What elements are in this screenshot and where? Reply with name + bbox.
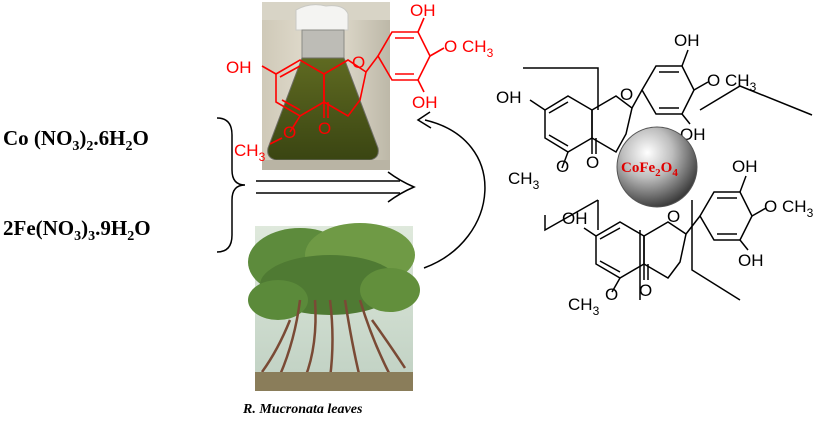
- carbonyl-oxygen-label: O: [318, 119, 331, 138]
- flask-photo: [262, 2, 390, 170]
- capping-chains: [523, 67, 813, 301]
- ring-oxygen-label: O: [352, 53, 365, 72]
- methoxy-oxygen-label: O: [283, 123, 296, 142]
- methyl-label: CH3: [462, 37, 494, 60]
- methoxy-oxygen-label: O: [764, 197, 777, 216]
- oh-label: OH: [496, 88, 522, 107]
- carbonyl-oxygen-label: O: [586, 153, 599, 172]
- top-flavonoid-labels: OH O O O CH3 OH O CH3 OH: [496, 31, 757, 192]
- red-molecule-labels: OH O O O CH3 OH O CH3 OH: [226, 1, 494, 164]
- curly-brace: [216, 117, 246, 253]
- ring-oxygen-label: O: [667, 207, 680, 226]
- methyl-label: CH3: [782, 197, 814, 220]
- carbonyl-oxygen-label: O: [639, 281, 652, 300]
- iron-nitrate-formula: 2Fe(NO3)3.9H2O: [3, 216, 151, 245]
- reaction-arrow: [256, 171, 416, 203]
- methoxy-oxygen-label: O: [556, 157, 569, 176]
- mangrove-leaves-photo: [248, 223, 420, 391]
- oh-label: OH: [412, 93, 438, 112]
- oh-label: OH: [562, 209, 588, 228]
- methoxy-oxygen-label: O: [444, 37, 457, 56]
- methyl-label: CH3: [234, 141, 266, 164]
- bottom-flavonoid-structure: [583, 175, 767, 293]
- ring-oxygen-label: O: [620, 85, 633, 104]
- top-flavonoid-structure: [529, 49, 709, 169]
- methyl-label: CH3: [508, 169, 540, 192]
- oh-label: OH: [732, 157, 758, 176]
- curved-arrow: [423, 119, 486, 269]
- curved-arrow-head: [416, 111, 432, 129]
- cobalt-nitrate-formula: Co (NO3)2.6H2O: [3, 126, 149, 155]
- bottom-flavonoid-labels: OH O O O CH3 OH O CH3 OH: [562, 157, 814, 318]
- red-flavonoid-structure: [261, 17, 445, 145]
- oh-label: OH: [738, 251, 764, 270]
- methyl-label: CH3: [725, 71, 757, 94]
- cofe2o4-nanoparticle: [616, 126, 698, 208]
- leaves-caption: R. Mucronata leaves: [243, 402, 363, 417]
- oh-label: OH: [410, 1, 436, 20]
- methoxy-oxygen-label: O: [707, 71, 720, 90]
- oh-label: OH: [226, 58, 252, 77]
- cofe2o4-label: CoFe2O4: [621, 160, 678, 179]
- oh-label: OH: [674, 31, 700, 50]
- methoxy-oxygen-label: O: [605, 285, 618, 304]
- methyl-label: CH3: [568, 295, 600, 318]
